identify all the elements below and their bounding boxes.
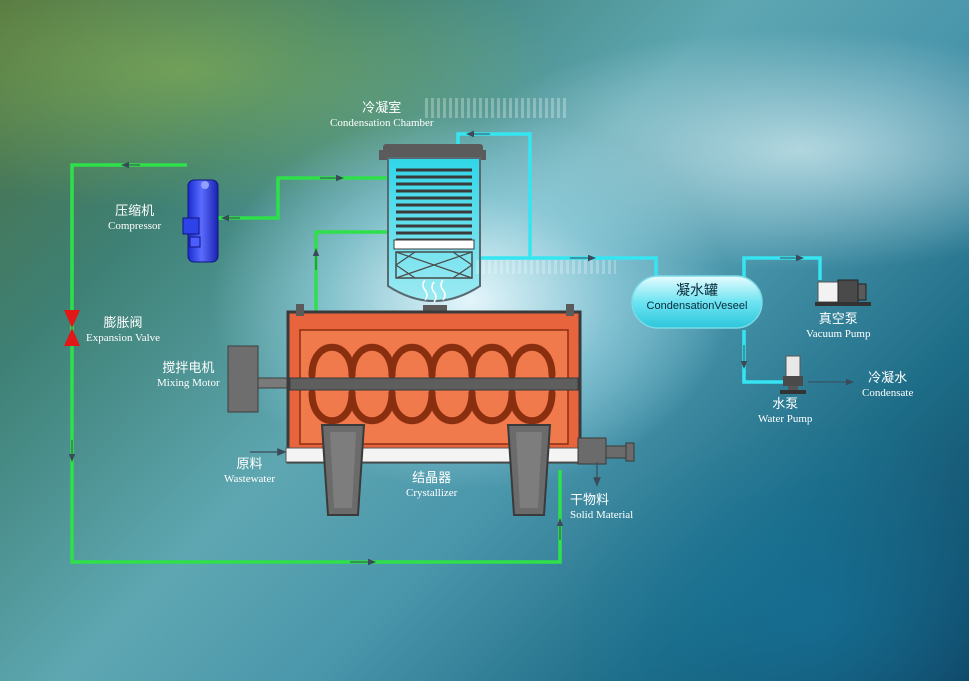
- blurred-watermark: [476, 260, 616, 274]
- wastewater-label: 原料 Wastewater: [224, 457, 276, 486]
- crystallizer-cn: 结晶器: [412, 471, 452, 486]
- condensation-vessel-cn: 凝水罐: [676, 283, 718, 299]
- mixing-motor-label: 搅拌电机 Mixing Motor: [157, 361, 220, 390]
- condensate-en: Condensate: [862, 386, 914, 399]
- water-pump: [780, 355, 806, 394]
- condensation-chamber: [379, 144, 486, 315]
- refrigerant-flow-arrows: [68, 161, 564, 566]
- crystallizer-en: Crystallizer: [406, 486, 458, 499]
- expansion-valve-label: 膨胀阀 Expansion Valve: [86, 316, 161, 345]
- compressor-en: Compressor: [108, 219, 162, 232]
- blurred-watermark: [425, 98, 567, 118]
- condensation-chamber-en: Condensation Chamber: [330, 116, 434, 129]
- wastewater-en: Wastewater: [224, 472, 276, 485]
- condensation-vessel-en: CondensationVeseel: [646, 299, 748, 312]
- compressor-unit: [182, 179, 219, 263]
- solid-material-label: 干物料 Solid Material: [570, 493, 634, 522]
- condensate-cn: 冷凝水: [868, 371, 908, 386]
- compressor-cn: 压缩机: [115, 204, 155, 219]
- mixing-motor-en: Mixing Motor: [157, 376, 220, 389]
- vacuum-pump-en: Vacuum Pump: [806, 327, 871, 340]
- water-pump-cn: 水泵: [772, 397, 799, 412]
- expansion-valve-en: Expansion Valve: [86, 331, 161, 344]
- water-pump-label: 水泵 Water Pump: [758, 397, 813, 426]
- condensation-vessel-label: 凝水罐 CondensationVeseel: [632, 283, 762, 313]
- compressor-label: 压缩机 Compressor: [108, 204, 162, 233]
- cooling-flow-arrows: [466, 130, 854, 386]
- condensation-chamber-cn: 冷凝室: [362, 101, 402, 116]
- condensate-label: 冷凝水 Condensate: [862, 371, 914, 400]
- vacuum-pump: [815, 279, 871, 306]
- mixing-motor: [227, 345, 291, 413]
- solid-material-en: Solid Material: [570, 508, 634, 521]
- water-pump-en: Water Pump: [758, 412, 813, 425]
- condensation-vessel: [631, 275, 763, 329]
- mixing-motor-cn: 搅拌电机: [162, 361, 215, 376]
- solid-material-cn: 干物料: [570, 493, 610, 508]
- vacuum-pump-cn: 真空泵: [818, 312, 858, 327]
- wastewater-cn: 原料: [236, 457, 263, 472]
- vacuum-pump-label: 真空泵 Vacuum Pump: [806, 312, 871, 341]
- crystallizer: [285, 304, 635, 516]
- crystallizer-label: 结晶器 Crystallizer: [406, 471, 458, 500]
- expansion-valve-symbol: [64, 310, 80, 346]
- condensation-chamber-label: 冷凝室 Condensation Chamber: [330, 101, 434, 130]
- expansion-valve-cn: 膨胀阀: [103, 316, 143, 331]
